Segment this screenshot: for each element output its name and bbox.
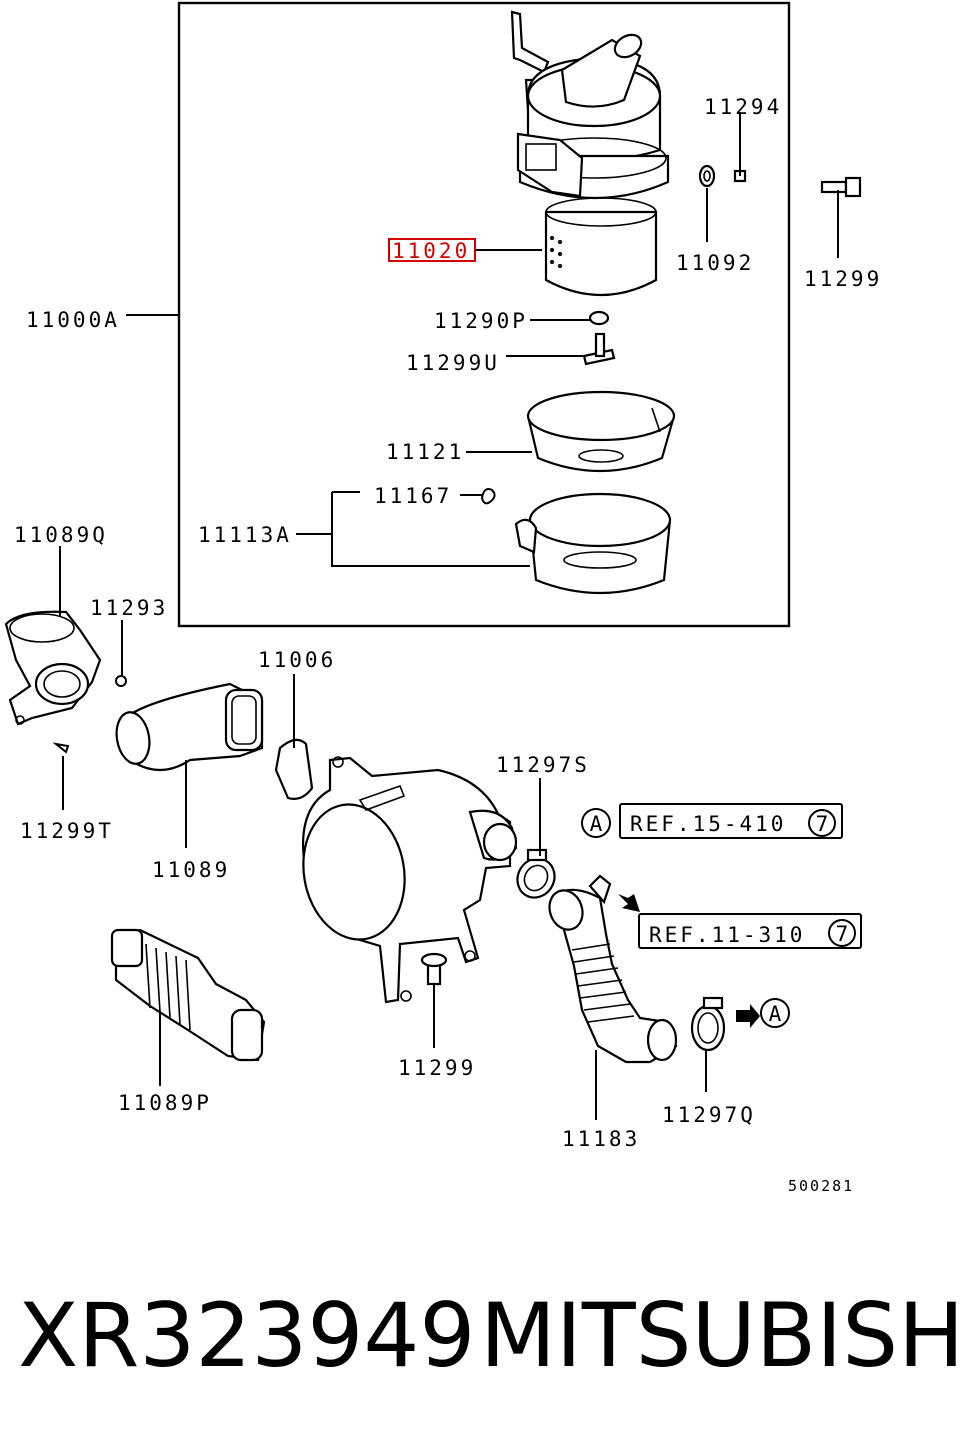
bolt-11299-bottom [420,952,448,986]
bolt-11293 [115,675,127,687]
label-11299-top: 11299 [804,267,882,291]
label-11299U: 11299U [406,351,500,375]
screw-11299T [52,742,70,754]
reference-A-bottom: A [760,998,790,1028]
label-11121: 11121 [386,440,464,464]
label-11006: 11006 [258,648,336,672]
label-11000A: 11000A [26,308,120,332]
filter-element-drawing [544,197,658,296]
hose-11183-drawing [548,874,678,1064]
air-cleaner-lower-drawing [302,756,518,1004]
label-11092: 11092 [676,251,754,275]
ref1-letter: A [590,812,603,836]
wing-bolt-11299U [582,332,616,366]
bolt-11299-top [820,176,862,198]
grommet-11092 [698,164,716,188]
bracket-11089Q-drawing [4,610,102,726]
case-11113A-drawing [514,492,672,595]
diagram-code: 500281 [788,1177,854,1195]
reference-11-310: REF.11-310 7 [638,913,862,949]
highlight-box-11020 [388,238,476,262]
leader-lines [59,112,839,1120]
ref1-text: REF.15-410 [630,812,786,836]
label-11299-bottom: 11299 [398,1056,476,1080]
label-11297Q: 11297Q [662,1103,756,1127]
resonator-11089P-drawing [110,928,266,1062]
footer-brand: MITSUBISHI [480,1284,960,1387]
tray-11121-drawing [526,390,676,473]
clamp-11297S [516,848,556,899]
label-11293: 11293 [90,596,168,620]
label-11290P: 11290P [434,309,528,333]
label-11089: 11089 [152,858,230,882]
label-11297S: 11297S [496,753,590,777]
reference-15-410: A REF.15-410 7 [581,803,843,839]
label-11183: 11183 [562,1127,640,1151]
arrow-to-ref-A [736,1004,760,1028]
gasket-11006 [274,738,314,800]
ref1-num: 7 [816,812,829,836]
label-11020: 11020 [392,239,470,263]
footer-part-number: XR323949 [18,1284,475,1387]
label-11113A: 11113A [198,523,292,547]
washer-11290P [588,310,610,326]
ref3-letter: A [769,1002,782,1026]
label-11089Q: 11089Q [14,523,108,547]
label-11299T: 11299T [20,819,114,843]
label-11167: 11167 [374,484,452,508]
ref2-num: 7 [836,922,849,946]
ref2-text: REF.11-310 [649,923,805,947]
air-cleaner-cover-drawing [510,10,670,200]
label-11294: 11294 [704,95,782,119]
label-11089P: 11089P [118,1091,212,1115]
clip-11167 [480,488,496,505]
clamp-11297Q [690,996,726,1052]
duct-11089-drawing [115,682,264,771]
arrow-to-ref-11-310 [618,894,640,912]
